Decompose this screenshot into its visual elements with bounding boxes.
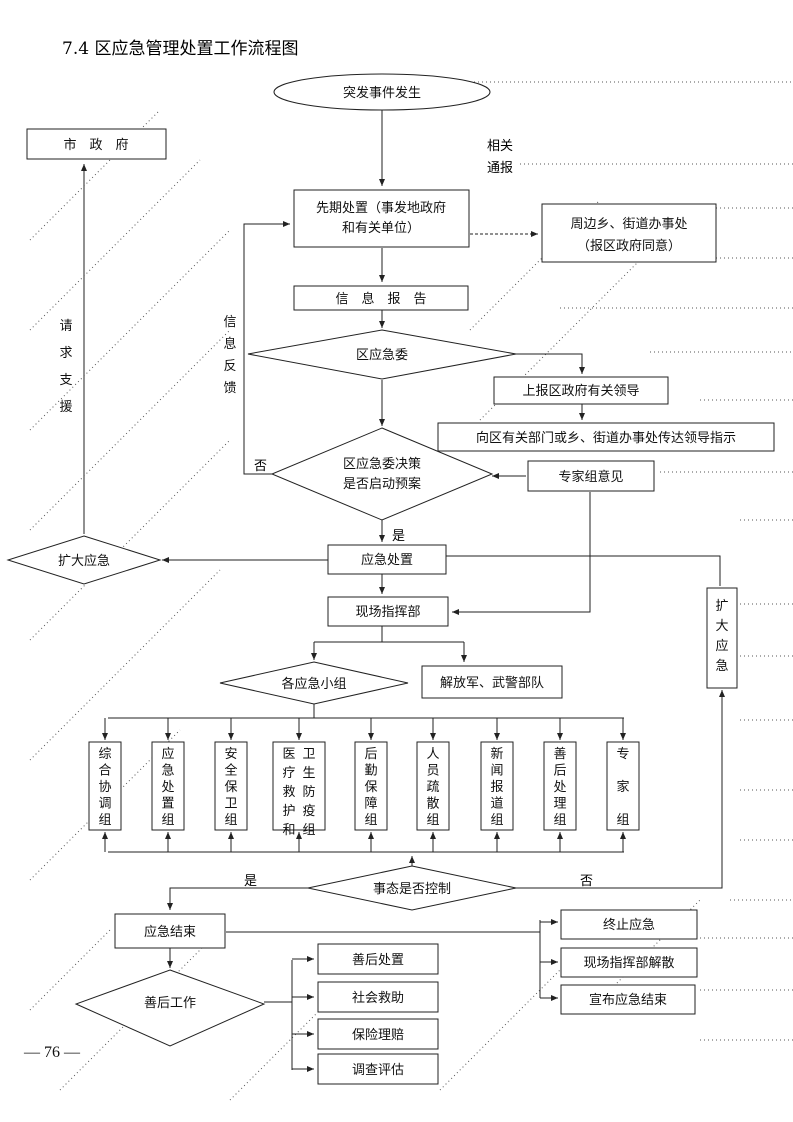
team-box: 专家组 — [606, 741, 640, 831]
initial-handling-line1: 先期处置（事发地政府 — [316, 200, 446, 216]
node-control-check: 事态是否控制 — [307, 865, 517, 911]
decision-line2: 是否启动预案 — [343, 477, 421, 492]
node-terminate: 终止应急 — [560, 909, 698, 940]
page-title: 7.4 区应急管理处置工作流程图 — [62, 39, 298, 59]
node-city-gov: 市 政 府 — [26, 128, 167, 160]
node-field-command: 现场指挥部 — [327, 596, 449, 627]
team-box: 综合协调组 — [88, 741, 122, 831]
team-label: 医疗救护和 — [282, 747, 295, 838]
team-label: 综合协调组 — [98, 747, 111, 828]
aftermath-item: 保险理赔 — [317, 1018, 439, 1050]
team-box: 新闻报道组 — [480, 741, 514, 831]
node-dissolve-command: 现场指挥部解散 — [560, 947, 698, 978]
expert-opinion-label: 专家组意见 — [558, 469, 623, 485]
township-line2: （报区政府同意） — [577, 238, 681, 254]
end-response-label: 应急结束 — [144, 924, 196, 940]
expand-left-label: 扩大应急 — [58, 553, 110, 569]
node-expand-left: 扩大应急 — [6, 535, 162, 585]
dissolve-command-label: 现场指挥部解散 — [583, 956, 674, 971]
dispatch-instructions-label: 向区有关部门或乡、街道办事处传达领导指示 — [476, 430, 736, 446]
node-district-committee: 区应急委 — [247, 329, 517, 380]
team-box: 后勤保障组 — [354, 741, 388, 831]
request-support-label: 请求支援 — [59, 319, 72, 415]
pla-label: 解放军、武警部队 — [440, 675, 544, 691]
info-report-label: 信 息 报 告 — [335, 291, 426, 307]
related-notice-label: 通报 — [487, 161, 513, 176]
city-gov-label: 市 政 府 — [63, 137, 128, 153]
related-notice-label: 相关 — [487, 139, 513, 154]
emergency-handling-label: 应急处置 — [361, 552, 413, 568]
aftermath-item-label: 善后处置 — [352, 952, 404, 968]
aftermath-work-label: 善后工作 — [144, 995, 196, 1011]
team-box: 人员疏散组 — [416, 741, 450, 831]
district-committee-label: 区应急委 — [356, 347, 408, 363]
aftermath-item-label: 调查评估 — [352, 1063, 404, 1078]
field-command-label: 现场指挥部 — [355, 605, 420, 620]
node-emergency-handling: 应急处置 — [327, 544, 447, 575]
team-box: 安全保卫组 — [214, 741, 248, 831]
team-label: 后勤保障组 — [364, 747, 377, 828]
aftermath-item: 社会救助 — [317, 981, 439, 1013]
node-announce-end: 宣布应急结束 — [560, 984, 696, 1015]
report-leaders-label: 上报区政府有关领导 — [522, 384, 639, 399]
announce-end-label: 宣布应急结束 — [589, 992, 667, 1008]
groups-label: 各应急小组 — [281, 676, 346, 692]
node-decision: 区应急委决策 是否启动预案 — [270, 427, 494, 521]
aftermath-item-label: 社会救助 — [352, 990, 404, 1006]
node-expert-opinion: 专家组意见 — [527, 460, 655, 492]
initial-handling-line2: 和有关单位） — [342, 221, 420, 236]
node-info-report: 信 息 报 告 — [293, 285, 469, 311]
aftermath-item-label: 保险理赔 — [352, 1028, 404, 1043]
team-box: 应急处置组 — [151, 741, 185, 831]
control-yes-label: 是 — [244, 874, 257, 889]
team-label: 新闻报道组 — [490, 746, 503, 828]
control-no-label: 否 — [580, 874, 593, 889]
incident-label: 突发事件发生 — [343, 85, 421, 101]
node-pla: 解放军、武警部队 — [421, 665, 563, 699]
decision-no-label: 否 — [254, 459, 267, 474]
node-report-leaders: 上报区政府有关领导 — [493, 376, 669, 405]
team-label: 人员疏散组 — [426, 747, 439, 828]
node-aftermath-work: 善后工作 — [74, 969, 266, 1047]
team-label: 应急处置组 — [161, 746, 174, 828]
decision-yes-label: 是 — [392, 529, 405, 544]
node-expand-right: 扩大应急 — [706, 587, 738, 689]
terminate-label: 终止应急 — [603, 917, 655, 933]
township-line1: 周边乡、街道办事处 — [570, 217, 687, 232]
page-number: — 76 — — [24, 1044, 80, 1061]
team-label: 专家组 — [616, 747, 629, 828]
team-label: 善后处理组 — [553, 746, 566, 828]
node-end-response: 应急结束 — [114, 913, 226, 949]
control-check-label: 事态是否控制 — [373, 882, 451, 897]
team-label: 安全保卫组 — [224, 747, 237, 828]
expand-right-label: 扩大应急 — [715, 599, 728, 674]
team-box: 善后处理组 — [543, 741, 577, 831]
node-township: 周边乡、街道办事处 （报区政府同意） — [541, 203, 717, 263]
node-dispatch-instructions: 向区有关部门或乡、街道办事处传达领导指示 — [437, 422, 775, 452]
aftermath-item: 调查评估 — [317, 1053, 439, 1085]
aftermath-item: 善后处置 — [317, 943, 439, 975]
team-label: 卫生防疫组 — [302, 747, 315, 838]
node-groups: 各应急小组 — [219, 661, 409, 705]
node-initial-handling: 先期处置（事发地政府 和有关单位） — [293, 189, 470, 248]
connectors — [81, 108, 725, 1072]
node-incident: 突发事件发生 — [273, 73, 491, 111]
decision-line1: 区应急委决策 — [343, 456, 421, 472]
info-feedback-label: 信息反馈 — [223, 315, 236, 396]
